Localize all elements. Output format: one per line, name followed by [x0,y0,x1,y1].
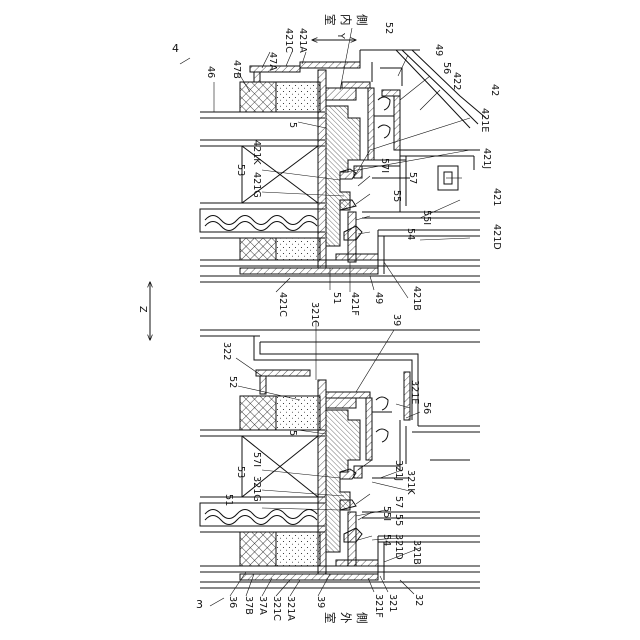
label-421C-bottom: 421C [277,292,288,317]
label-321G: 321G [251,476,262,502]
label-421B: 421B [411,286,422,311]
label-56-bottom: 56 [421,402,432,414]
label-36: 36 [227,596,238,608]
lower-frame-assembly [200,330,480,588]
label-53-bottom: 53 [235,466,246,478]
label-321C-top: 321C [309,302,320,327]
label-321B: 321B [411,540,422,565]
label-direction-z: Z [137,306,148,313]
outdoor-side-char-1: 室 [323,612,337,624]
indoor-side-char-2: 内 [339,14,353,26]
label-5-bottom: 5 [287,430,298,436]
label-321: 321 [387,594,398,612]
label-32: 32 [413,594,424,606]
label-57-top: 57 [407,172,418,184]
lower-sealant-dots-top [276,396,320,430]
lower-sealant-37B [240,532,276,566]
upper-outer-frame-42 [360,50,486,274]
figure-number-4: 4 [172,42,179,55]
label-421A: 421A [297,28,308,53]
label-321K: 321K [405,470,416,495]
lower-gasket-55 [340,500,356,510]
label-39-top: 39 [391,314,402,326]
label-321C-bottom: 321C [271,596,282,621]
label-421K: 421K [251,140,262,165]
label-321D: 321D [393,534,404,560]
label-55I-top: 55I [421,210,432,225]
indoor-side-char-3: 側 [355,14,369,26]
label-421F: 421F [349,292,360,316]
upper-gasket-52 [326,88,356,100]
label-46: 46 [205,66,216,78]
label-421D: 421D [491,224,502,250]
label-54-bottom: 54 [381,534,392,546]
upper-sealant-47B [240,82,276,112]
lower-sealant-top [240,396,276,430]
label-5-top: 5 [287,122,298,128]
label-57-bottom: 57 [393,496,404,508]
label-55-top: 55 [391,190,402,202]
label-37B: 37B [243,596,254,615]
label-53-top: 53 [235,164,246,176]
label-322: 322 [221,342,232,360]
label-421C-top: 421C [283,28,294,53]
label-51-bottom: 51 [223,494,234,506]
label-422: 422 [451,72,462,90]
label-direction-y: Y [335,32,346,39]
label-47B: 47B [231,60,242,79]
label-49-top: 49 [433,44,444,56]
lower-gasket-52 [326,398,356,408]
upper-gasket-54 [344,226,362,240]
label-37A: 37A [257,596,268,615]
label-51-top: 51 [331,292,342,304]
upper-sealant-bottom [240,238,276,260]
label-57I-bottom: 57I [251,452,262,467]
figure-number-3: 3 [196,598,203,611]
label-49-bottom: 49 [373,292,384,304]
outdoor-side-char-3: 側 [355,612,369,624]
label-57I-top: 57I [379,158,390,173]
label-42: 42 [489,84,500,96]
lower-sealant-37A [276,532,320,566]
upper-sealant-dots-bottom [276,238,320,260]
label-56-top: 56 [441,62,452,74]
label-321A: 321A [285,596,296,621]
lower-wave-spacer [200,503,318,526]
outdoor-side-char-2: 外 [339,612,353,624]
upper-wave-spacer [200,209,318,232]
label-421: 421 [491,188,502,206]
label-52-bottom: 52 [227,376,238,388]
label-321E: 321E [409,380,420,404]
label-321J: 321J [393,460,404,481]
label-421G: 421G [251,172,262,198]
label-421E: 421E [479,108,490,132]
label-47A: 47A [267,52,278,71]
label-55-bottom: 55 [393,514,404,526]
label-39-bottom: 39 [315,596,326,608]
upper-gasket-55 [340,200,356,210]
label-55I-bottom: 55I [381,506,392,521]
label-54-top: 54 [405,228,416,240]
label-421J: 421J [481,148,492,169]
label-321F: 321F [373,594,384,618]
upper-sealant-dots-top [276,82,320,112]
label-52-top: 52 [383,22,394,34]
indoor-side-char-1: 室 [323,14,337,26]
